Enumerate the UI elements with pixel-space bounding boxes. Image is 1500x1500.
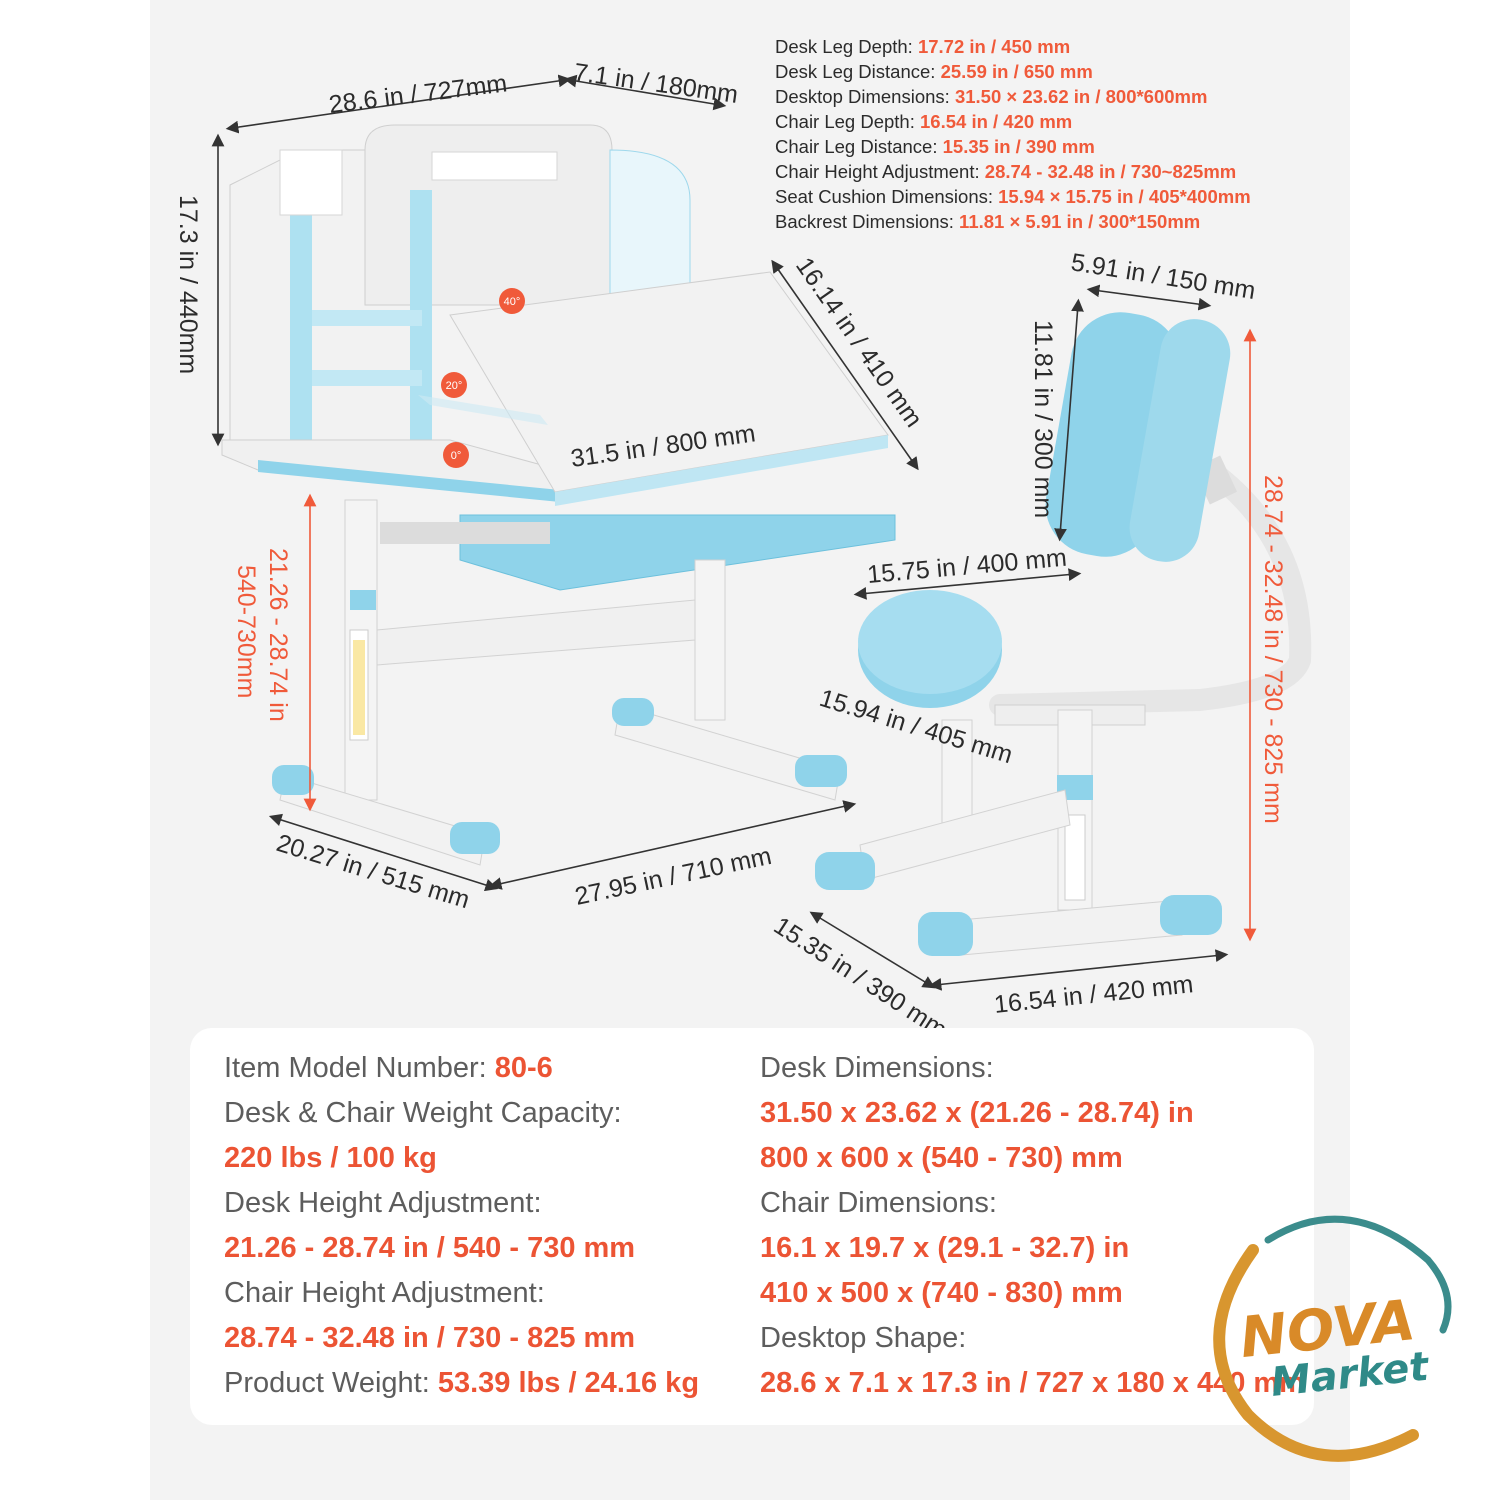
spec-item: Chair Leg Depth: 16.54 in / 420 mm bbox=[775, 111, 1073, 132]
spec-item: Seat Cushion Dimensions: 15.94 × 15.75 i… bbox=[775, 186, 1251, 207]
shelf-depth-label: 7.1 in / 180mm bbox=[572, 58, 740, 109]
seat-width-label: 15.75 in / 400 mm bbox=[866, 544, 1068, 589]
info-row: 410 x 500 x (740 - 830) mm bbox=[760, 1277, 1123, 1309]
info-row: 21.26 - 28.74 in / 540 - 730 mm bbox=[224, 1232, 636, 1264]
desk-base-depth-line bbox=[268, 813, 499, 892]
nova-market-logo: NOVA Market bbox=[1213, 1215, 1452, 1462]
chair-base-width-line bbox=[928, 949, 1229, 991]
info-row: Chair Height Adjustment: bbox=[224, 1277, 545, 1309]
spec-item: Desk Leg Depth: 17.72 in / 450 mm bbox=[775, 36, 1071, 57]
info-row: 800 x 600 x (540 - 730) mm bbox=[760, 1142, 1123, 1174]
info-row: Desk Dimensions: bbox=[760, 1052, 994, 1084]
info-row: Desktop Shape: bbox=[760, 1322, 967, 1354]
info-row: 28.6 x 7.1 x 17.3 in / 727 x 180 x 440 m… bbox=[760, 1367, 1305, 1399]
info-row: Chair Dimensions: bbox=[760, 1187, 997, 1219]
tilt-0-badge bbox=[443, 442, 469, 468]
backrest-width-line bbox=[1086, 284, 1212, 311]
info-row: 28.74 - 32.48 in / 730 - 825 mm bbox=[224, 1322, 636, 1354]
desk-base-width-line bbox=[488, 800, 857, 890]
desk-width-line bbox=[225, 74, 572, 134]
desktop-depth-line bbox=[771, 259, 919, 471]
backrest-height-label: 11.81 in / 300 mm bbox=[1029, 320, 1057, 518]
info-row: 31.50 x 23.62 x (21.26 - 28.74) in bbox=[760, 1097, 1194, 1129]
spec-item: Chair Leg Distance: 15.35 in / 390 mm bbox=[775, 136, 1095, 157]
shelf-depth-line bbox=[563, 74, 727, 111]
tilt-0-label: 0° bbox=[451, 450, 462, 462]
chair-base-depth-line bbox=[809, 911, 936, 989]
info-column-left: Item Model Number: 80-6 Desk & Chair Wei… bbox=[224, 1046, 699, 1406]
logo-arc-gold bbox=[1213, 1244, 1419, 1462]
info-row: 220 lbs / 100 kg bbox=[224, 1142, 437, 1174]
info-column-right: Desk Dimensions: 31.50 x 23.62 x (21.26 … bbox=[760, 1046, 1305, 1406]
desk-width-label: 28.6 in / 727mm bbox=[327, 69, 508, 119]
seat-width-line bbox=[853, 568, 1082, 600]
logo-arc-teal bbox=[1264, 1215, 1452, 1334]
tilt-40-badge bbox=[499, 288, 525, 314]
spec-list: Desk Leg Depth: 17.72 in / 450 mm Desk L… bbox=[775, 34, 1251, 234]
info-row: Item Model Number: 80-6 bbox=[224, 1052, 553, 1084]
info-row: Desk & Chair Weight Capacity: bbox=[224, 1097, 622, 1129]
desk-base-width-label: 27.95 in / 710 mm bbox=[572, 842, 774, 911]
tilt-40-label: 40° bbox=[504, 296, 521, 308]
tilt-20-badge bbox=[441, 372, 467, 398]
spec-item: Chair Height Adjustment: 28.74 - 32.48 i… bbox=[775, 161, 1237, 182]
info-row: Desk Height Adjustment: bbox=[224, 1187, 542, 1219]
backrest-width-label: 5.91 in / 150 mm bbox=[1069, 248, 1257, 305]
desk-illustration bbox=[221, 124, 896, 866]
info-row: 16.1 x 19.7 x (29.1 - 32.7) in bbox=[760, 1232, 1130, 1264]
chair-base-width-label: 16.54 in / 420 mm bbox=[993, 970, 1195, 1019]
backrest-height-line bbox=[1054, 298, 1084, 542]
info-row: Product Weight: 53.39 lbs / 24.16 kg bbox=[224, 1367, 700, 1399]
product-illustration: 40° 20° 0° 28.6 in / 727mm 7.1 in / 180 bbox=[174, 58, 1312, 1040]
spec-item: Desktop Dimensions: 31.50 × 23.62 in / 8… bbox=[775, 86, 1208, 107]
info-card: Item Model Number: 80-6 Desk & Chair Wei… bbox=[190, 1028, 1314, 1425]
desk-height-mm-label: 540-730mm bbox=[232, 565, 260, 698]
desk-height-in-label: 21.26 - 28.74 in bbox=[264, 548, 292, 722]
tilt-angle-badges: 40° 20° 0° bbox=[441, 288, 525, 468]
dimension-lines bbox=[211, 74, 1257, 991]
spec-item: Desk Leg Distance: 25.59 in / 650 mm bbox=[775, 61, 1093, 82]
spec-item: Backrest Dimensions: 11.81 × 5.91 in / 3… bbox=[775, 211, 1201, 232]
tilt-20-label: 20° bbox=[446, 380, 463, 392]
shelf-height-label: 17.3 in / 440mm bbox=[174, 195, 202, 374]
chair-height-label: 28.74 - 32.48 in / 730 - 825 mm bbox=[1259, 475, 1287, 824]
